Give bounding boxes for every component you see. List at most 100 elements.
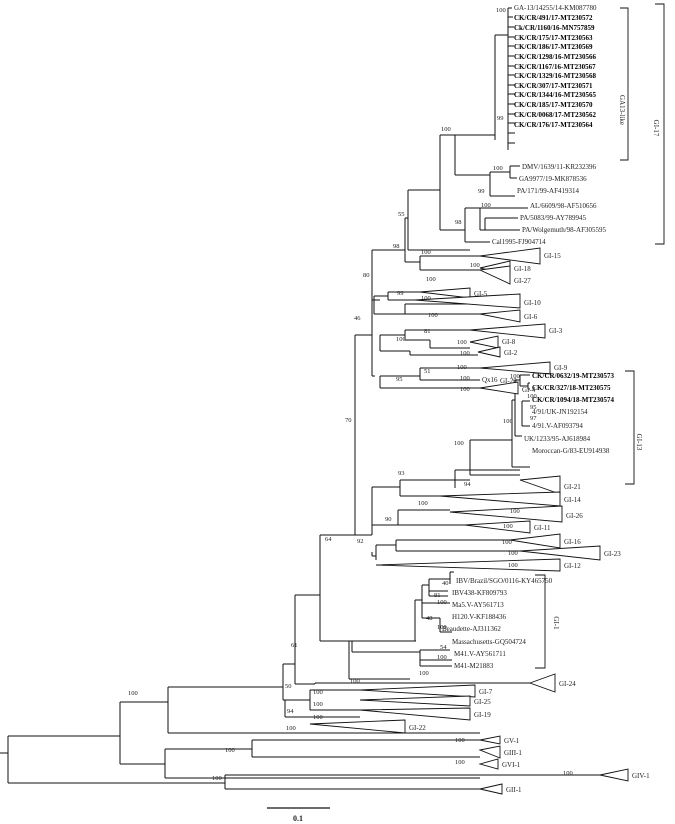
leaf-label: Ck/CR/1160/16-MN757859 xyxy=(514,24,595,32)
bootstrap-value: 100 xyxy=(502,539,512,546)
group-label: GI-24 xyxy=(559,680,576,688)
bootstrap-value: 81 xyxy=(424,328,431,335)
group-label: GIII-1 xyxy=(504,749,522,757)
bootstrap-value: 100 xyxy=(454,440,464,447)
bootstrap-value: 100 xyxy=(437,624,447,631)
bracket-label: GI-17 xyxy=(652,120,660,137)
bootstrap-value: 100 xyxy=(421,249,431,256)
bootstrap-value: 100 xyxy=(428,312,438,319)
bootstrap-value: 51 xyxy=(424,368,431,375)
group-label: GI-16 xyxy=(564,538,581,546)
leaf-label: DMV/1639/11-KR232396 xyxy=(522,163,597,171)
leaf-label: Qx16 xyxy=(482,376,498,384)
leaf-label: Cal1995-FJ904714 xyxy=(492,238,546,246)
clade-giv1 xyxy=(599,768,629,782)
group-label: GI-22 xyxy=(409,724,426,732)
bootstrap-value: 100 xyxy=(350,678,360,685)
leaf-label: CK/CR/307/17-MT230571 xyxy=(514,82,593,90)
leaf-label: CK/CR/176/17-MT230564 xyxy=(514,121,593,129)
bootstrap-value: 54 xyxy=(440,644,447,651)
leaf-label: CK/CR/186/17-MT230569 xyxy=(514,43,593,51)
bootstrap-value: 95 xyxy=(396,376,403,383)
leaf-label: Beaudette-AJ311362 xyxy=(442,625,501,633)
group-label: GI-20 xyxy=(500,377,517,385)
group-label: GI-25 xyxy=(474,698,491,706)
bracket-ga13like xyxy=(620,7,629,161)
leaf-label: IBV/Brazil/SGO/0116-KY465750 xyxy=(456,577,553,585)
bootstrap-value: 100 xyxy=(496,7,506,14)
bootstrap-value: 99 xyxy=(397,290,404,297)
leaf-label: Massachusetts-GQ504724 xyxy=(452,638,526,646)
bootstrap-value: 95 xyxy=(530,404,537,411)
bootstrap-value: 100 xyxy=(457,364,467,371)
group-label: GI-5 xyxy=(474,290,488,298)
clade-giii1 xyxy=(478,745,501,759)
bootstrap-value: 100 xyxy=(396,336,406,343)
group-label: GI-7 xyxy=(479,688,493,696)
bootstrap-value: 70 xyxy=(345,417,352,424)
group-label: GI-19 xyxy=(474,711,491,719)
group-label: GI-9 xyxy=(554,364,568,372)
leaf-label: CK/CR/491/17-MT230572 xyxy=(514,14,593,22)
group-label: GI-12 xyxy=(564,562,581,570)
bootstrap-value: 100 xyxy=(503,523,513,530)
group-label: GI-14 xyxy=(564,496,581,504)
bootstrap-values: 100 99 100 100 99 100 98 55 98 100 100 1… xyxy=(128,7,573,782)
leaf-label: Moroccan-G/83-EU914938 xyxy=(532,447,610,455)
bootstrap-value: 100 xyxy=(457,339,467,346)
bootstrap-value: 100 xyxy=(441,126,451,133)
leaf-labels: GA-13/14255/14-KM087780 CK/CR/491/17-MT2… xyxy=(442,4,615,670)
bracket-gi13 xyxy=(625,370,635,485)
bootstrap-value: 100 xyxy=(419,670,429,677)
bootstrap-value: 100 xyxy=(470,262,480,269)
clade-brackets xyxy=(535,3,665,669)
group-label: GI-18 xyxy=(514,265,531,273)
clade-gi24 xyxy=(528,673,556,693)
bootstrap-value: 100 xyxy=(437,599,447,606)
clade-gi3 xyxy=(469,323,546,339)
bootstrap-value: 100 xyxy=(455,759,465,766)
leaf-label: 4/91.V-AF093794 xyxy=(532,422,583,430)
leaf-label: PA/Wolgemuth/98-AF305595 xyxy=(522,226,606,234)
bootstrap-value: 100 xyxy=(563,770,573,777)
clade-gi9 xyxy=(479,361,551,375)
leaf-label: CK/CR/0632/19-MT230573 xyxy=(532,372,615,380)
bootstrap-value: 61 xyxy=(291,642,298,649)
leaf-label: H120.V-KF188436 xyxy=(452,613,506,621)
leaf-label: M41.V-AY561711 xyxy=(454,650,506,658)
group-label: GV-1 xyxy=(504,737,520,745)
bootstrap-value: 100 xyxy=(455,737,465,744)
bootstrap-value: 100 xyxy=(527,393,537,400)
leaf-label: GA9977/19-MK878536 xyxy=(519,175,587,183)
bracket-labels: GA13-like GI-17 GI-13 GI-1 xyxy=(552,95,660,630)
bootstrap-value: 98 xyxy=(393,243,400,250)
bootstrap-value: 80 xyxy=(363,272,370,279)
leaf-label: PA/5083/99-AY789945 xyxy=(520,214,586,222)
group-label: GI-3 xyxy=(549,327,563,335)
bootstrap-value: 100 xyxy=(503,418,513,425)
bootstrap-value: 100 xyxy=(426,276,436,283)
bootstrap-value: 97 xyxy=(530,415,537,422)
scale-bar: 0.1 xyxy=(267,807,330,823)
bootstrap-value: 100 xyxy=(212,775,222,782)
group-label: GI-26 xyxy=(566,512,583,520)
clade-gi22 xyxy=(309,719,406,734)
bootstrap-value: 98 xyxy=(455,219,462,226)
bootstrap-value: 40 xyxy=(442,580,449,587)
clade-gi6 xyxy=(479,309,521,323)
group-label: GIV-1 xyxy=(632,772,650,780)
leaf-label: Ma5.V-AY561713 xyxy=(452,601,504,609)
leaf-label: CK/CR/327/18-MT230575 xyxy=(532,384,611,392)
clade-gi21 xyxy=(519,475,561,495)
bootstrap-value: 46 xyxy=(354,315,361,322)
bootstrap-value: 99 xyxy=(478,188,485,195)
clade-gi16 xyxy=(509,533,561,549)
group-label: GI-8 xyxy=(502,338,516,346)
group-label: GI-6 xyxy=(524,313,538,321)
bootstrap-value: 100 xyxy=(460,375,470,382)
bootstrap-value: 94 xyxy=(287,708,294,715)
bootstrap-value: 64 xyxy=(325,536,332,543)
leaf-label: M41-M21883 xyxy=(454,662,494,670)
leaf-label: GA-13/14255/14-KM087780 xyxy=(514,4,597,12)
